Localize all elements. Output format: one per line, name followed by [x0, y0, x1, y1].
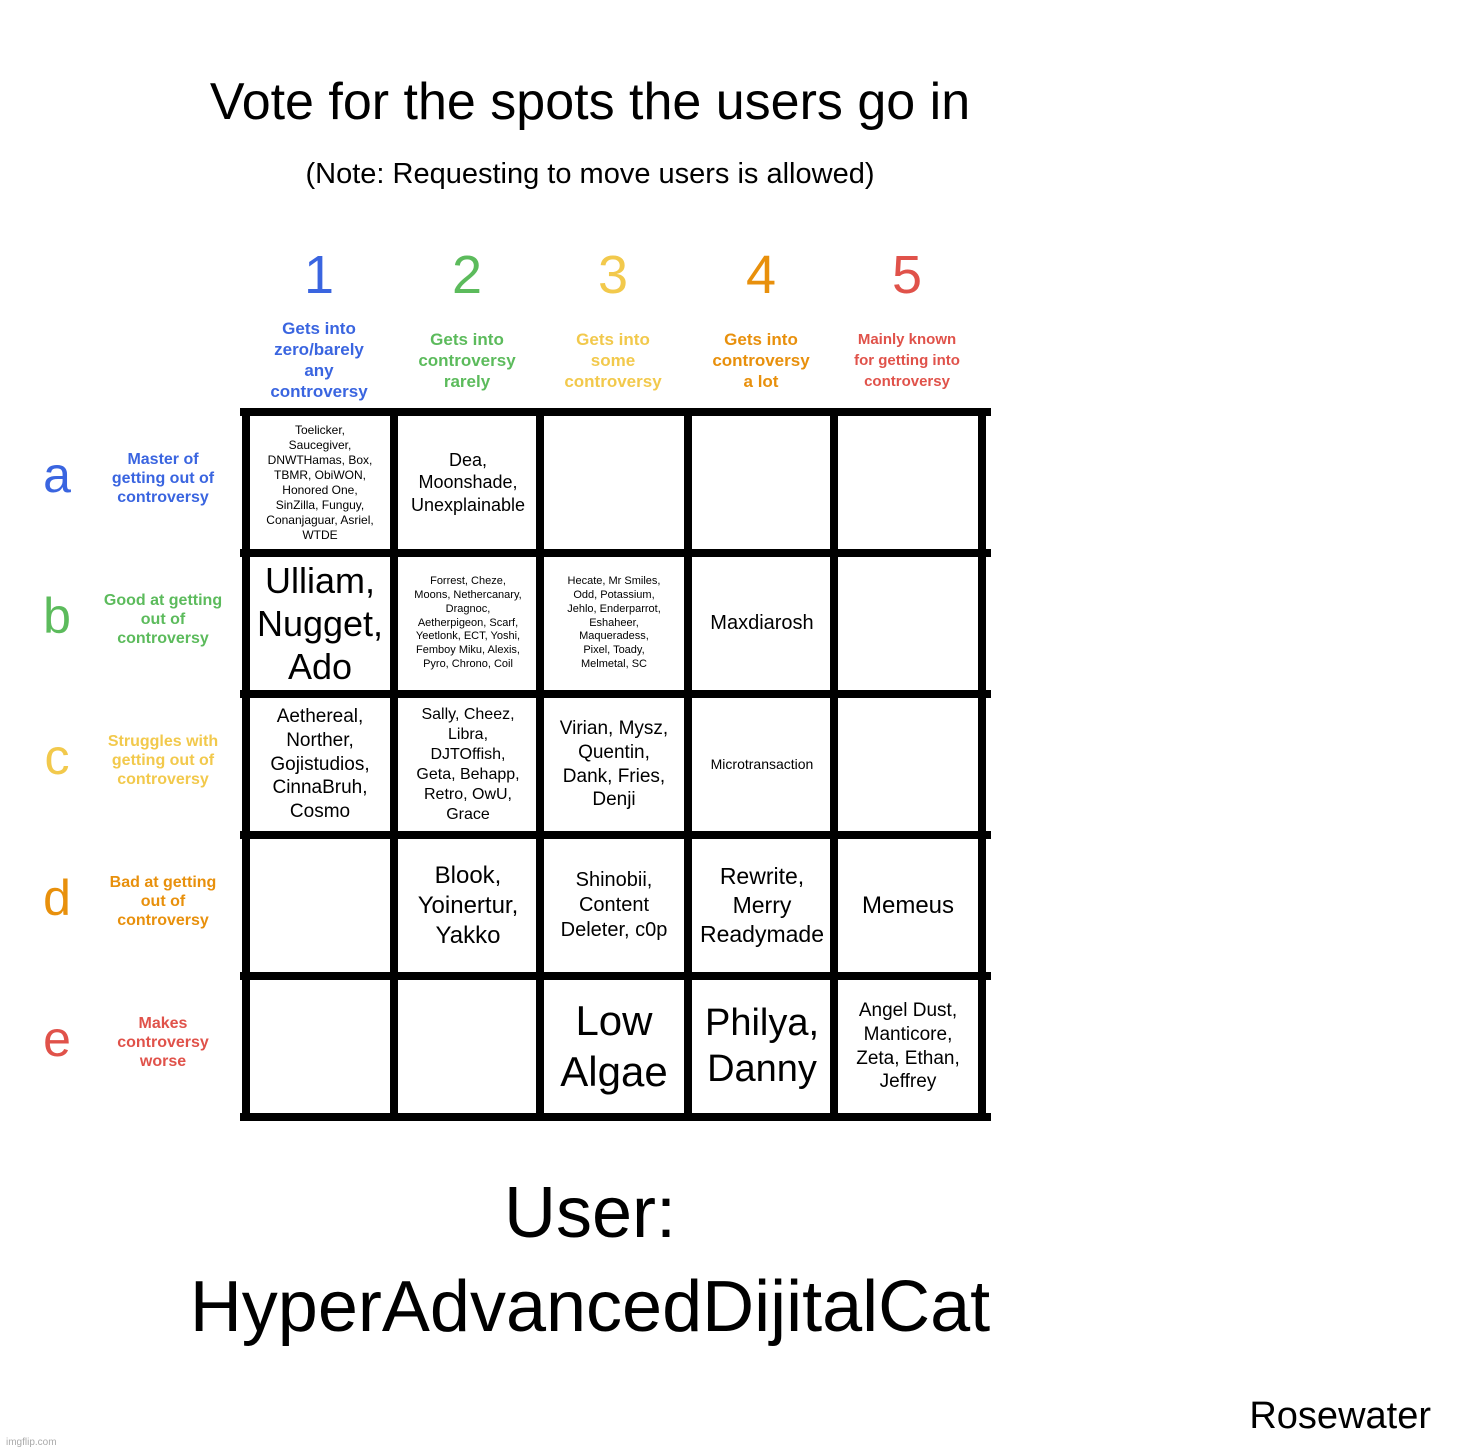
cell-d3: Shinobii, Content Deleter, c0p [560, 869, 668, 941]
row-description: Bad at getting out of controversy [109, 873, 217, 929]
cell-b1: Ulliam, Nugget, Ado [256, 559, 384, 688]
cell-c5 [838, 698, 978, 831]
grid-line-vertical [242, 408, 250, 1121]
chart-title: Vote for the spots the users go in [209, 73, 971, 131]
cell-c3: Virian, Mysz, Quentin, Dank, Fries, Denj… [559, 718, 669, 811]
cell-e1 [250, 980, 390, 1113]
cell-d5: Memeus [861, 891, 955, 919]
grid-line-horizontal [240, 408, 991, 416]
row-letter: d [43, 870, 71, 926]
row-letter: c [44, 729, 70, 785]
column-number: 2 [451, 245, 483, 305]
grid-line-horizontal [240, 1113, 991, 1121]
cell-c1: Aethereal, Norther, Gojistudios, CinnaBr… [270, 706, 370, 823]
column-description: Gets into controversy rarely [418, 329, 516, 391]
row-letter: b [43, 588, 71, 644]
watermark: imgflip.com [6, 1437, 57, 1448]
row-description: Makes controversy worse [117, 1014, 209, 1070]
cell-c2: Sally, Cheez, Libra, DJTOffish, Geta, Be… [416, 705, 520, 823]
cell-d4: Rewrite, Merry Readymade [699, 863, 825, 947]
row-letter: a [43, 447, 71, 503]
column-description: Gets into controversy a lot [712, 329, 810, 391]
grid-line-horizontal [240, 549, 991, 557]
grid-line-horizontal [240, 831, 991, 839]
row-letter: e [43, 1011, 71, 1067]
cell-b3: Hecate, Mr Smiles, Odd, Potassium, Jehlo… [567, 575, 661, 670]
cell-a2: Dea, Moonshade, Unexplainable [410, 449, 526, 515]
grid-line-vertical [390, 408, 398, 1121]
cell-c4: Microtransaction [710, 755, 814, 772]
grid-line-vertical [536, 408, 544, 1121]
cell-a5 [838, 416, 978, 549]
row-description: Good at getting out of controversy [103, 591, 223, 647]
cell-e3: Low Algae [560, 997, 668, 1095]
grid-line-vertical [978, 408, 986, 1121]
column-description: Gets into zero/barely any controversy [270, 319, 368, 401]
grid-line-vertical [684, 408, 692, 1121]
cell-e2 [398, 980, 538, 1113]
column-description: Mainly known for getting into controvers… [854, 330, 960, 390]
grid-line-horizontal [240, 972, 991, 980]
column-number: 3 [597, 245, 629, 305]
cell-b4: Maxdiarosh [710, 612, 814, 634]
cell-d1 [250, 839, 390, 972]
cell-a3 [544, 416, 684, 549]
user-name: HyperAdvancedDijitalCat [189, 1267, 991, 1347]
column-number: 5 [891, 245, 923, 305]
column-description: Gets into some controversy [564, 329, 662, 391]
grid-line-horizontal [240, 690, 991, 698]
cell-e5: Angel Dust, Manticore, Zeta, Ethan, Jeff… [856, 1000, 960, 1093]
cell-e4: Philya, Danny [704, 1001, 820, 1090]
chart-note: (Note: Requesting to move users is allow… [305, 158, 875, 190]
column-number: 1 [303, 245, 335, 305]
column-number: 4 [745, 245, 777, 305]
cell-a4 [692, 416, 832, 549]
grid-line-vertical [830, 408, 838, 1121]
row-description: Struggles with getting out of controvers… [107, 732, 219, 788]
cell-b5 [838, 557, 978, 690]
row-description: Master of getting out of controversy [111, 450, 215, 506]
user-label: User: [503, 1173, 677, 1253]
cell-b2: Forrest, Cheze, Moons, Nethercanary, Dra… [414, 575, 522, 670]
cell-a1: Toelicker, Saucegiver, DNWTHamas, Box, T… [266, 422, 374, 542]
cell-d2: Blook, Yoinertur, Yakko [417, 861, 519, 949]
credit: Rosewater [1249, 1395, 1431, 1437]
